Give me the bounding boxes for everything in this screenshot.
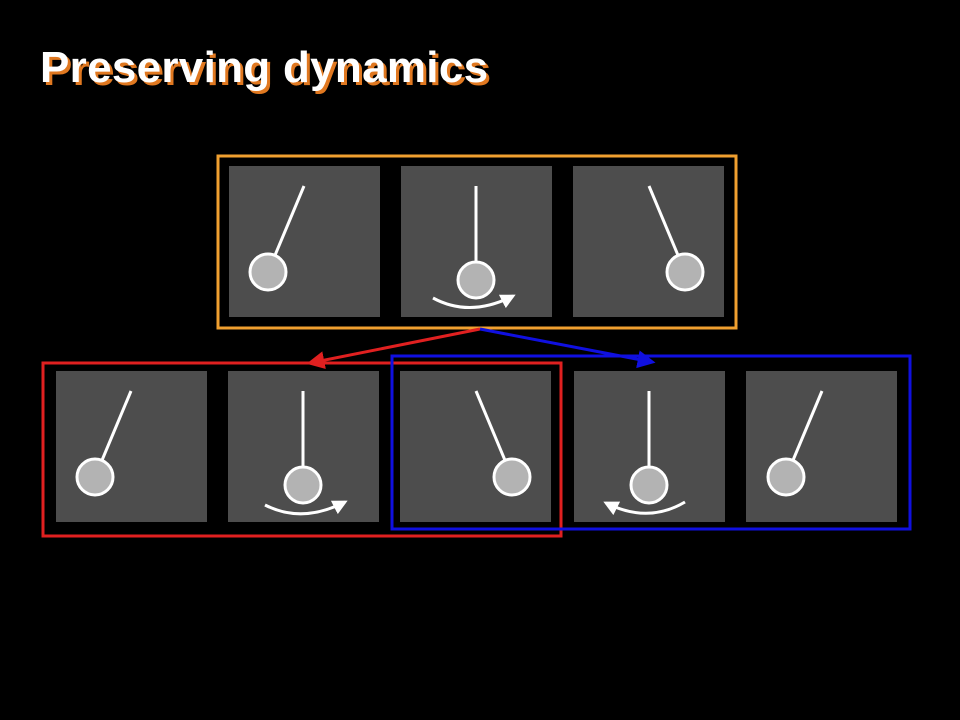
pendulum-bob	[629, 465, 669, 505]
left-group-box	[41, 361, 563, 538]
mapping-arrow-right	[479, 327, 656, 369]
bottom-frame-5	[746, 371, 897, 522]
pendulum-bob	[283, 465, 323, 505]
frame-background	[573, 166, 724, 317]
frame-background	[229, 166, 380, 317]
pendulum-bob	[766, 457, 806, 497]
motion-arrow-right	[264, 500, 348, 516]
pendulum-bob	[75, 457, 115, 497]
top-sequence-box	[216, 154, 738, 330]
pendulum-bob	[456, 260, 496, 300]
bottom-frame-3	[400, 371, 551, 522]
top-frame-2	[401, 166, 552, 317]
bottom-frame-2	[228, 371, 379, 522]
bottom-frame-1	[56, 371, 207, 522]
frame-background	[746, 371, 897, 522]
top-frame-1	[229, 166, 380, 317]
frame-background	[400, 371, 551, 522]
mapping-arrow-left	[306, 327, 481, 370]
pendulum-bob	[492, 457, 532, 497]
pendulum-bob	[248, 252, 288, 292]
bottom-frame-4	[574, 371, 725, 522]
slide-title: Preserving dynamics	[40, 43, 489, 92]
motion-arrow-right	[432, 294, 516, 309]
motion-arrow-left	[603, 500, 686, 516]
pendulum-bob	[665, 252, 705, 292]
top-frame-3	[573, 166, 724, 317]
bottom-sequence	[56, 371, 897, 522]
frame-background	[56, 371, 207, 522]
top-sequence	[229, 166, 724, 317]
